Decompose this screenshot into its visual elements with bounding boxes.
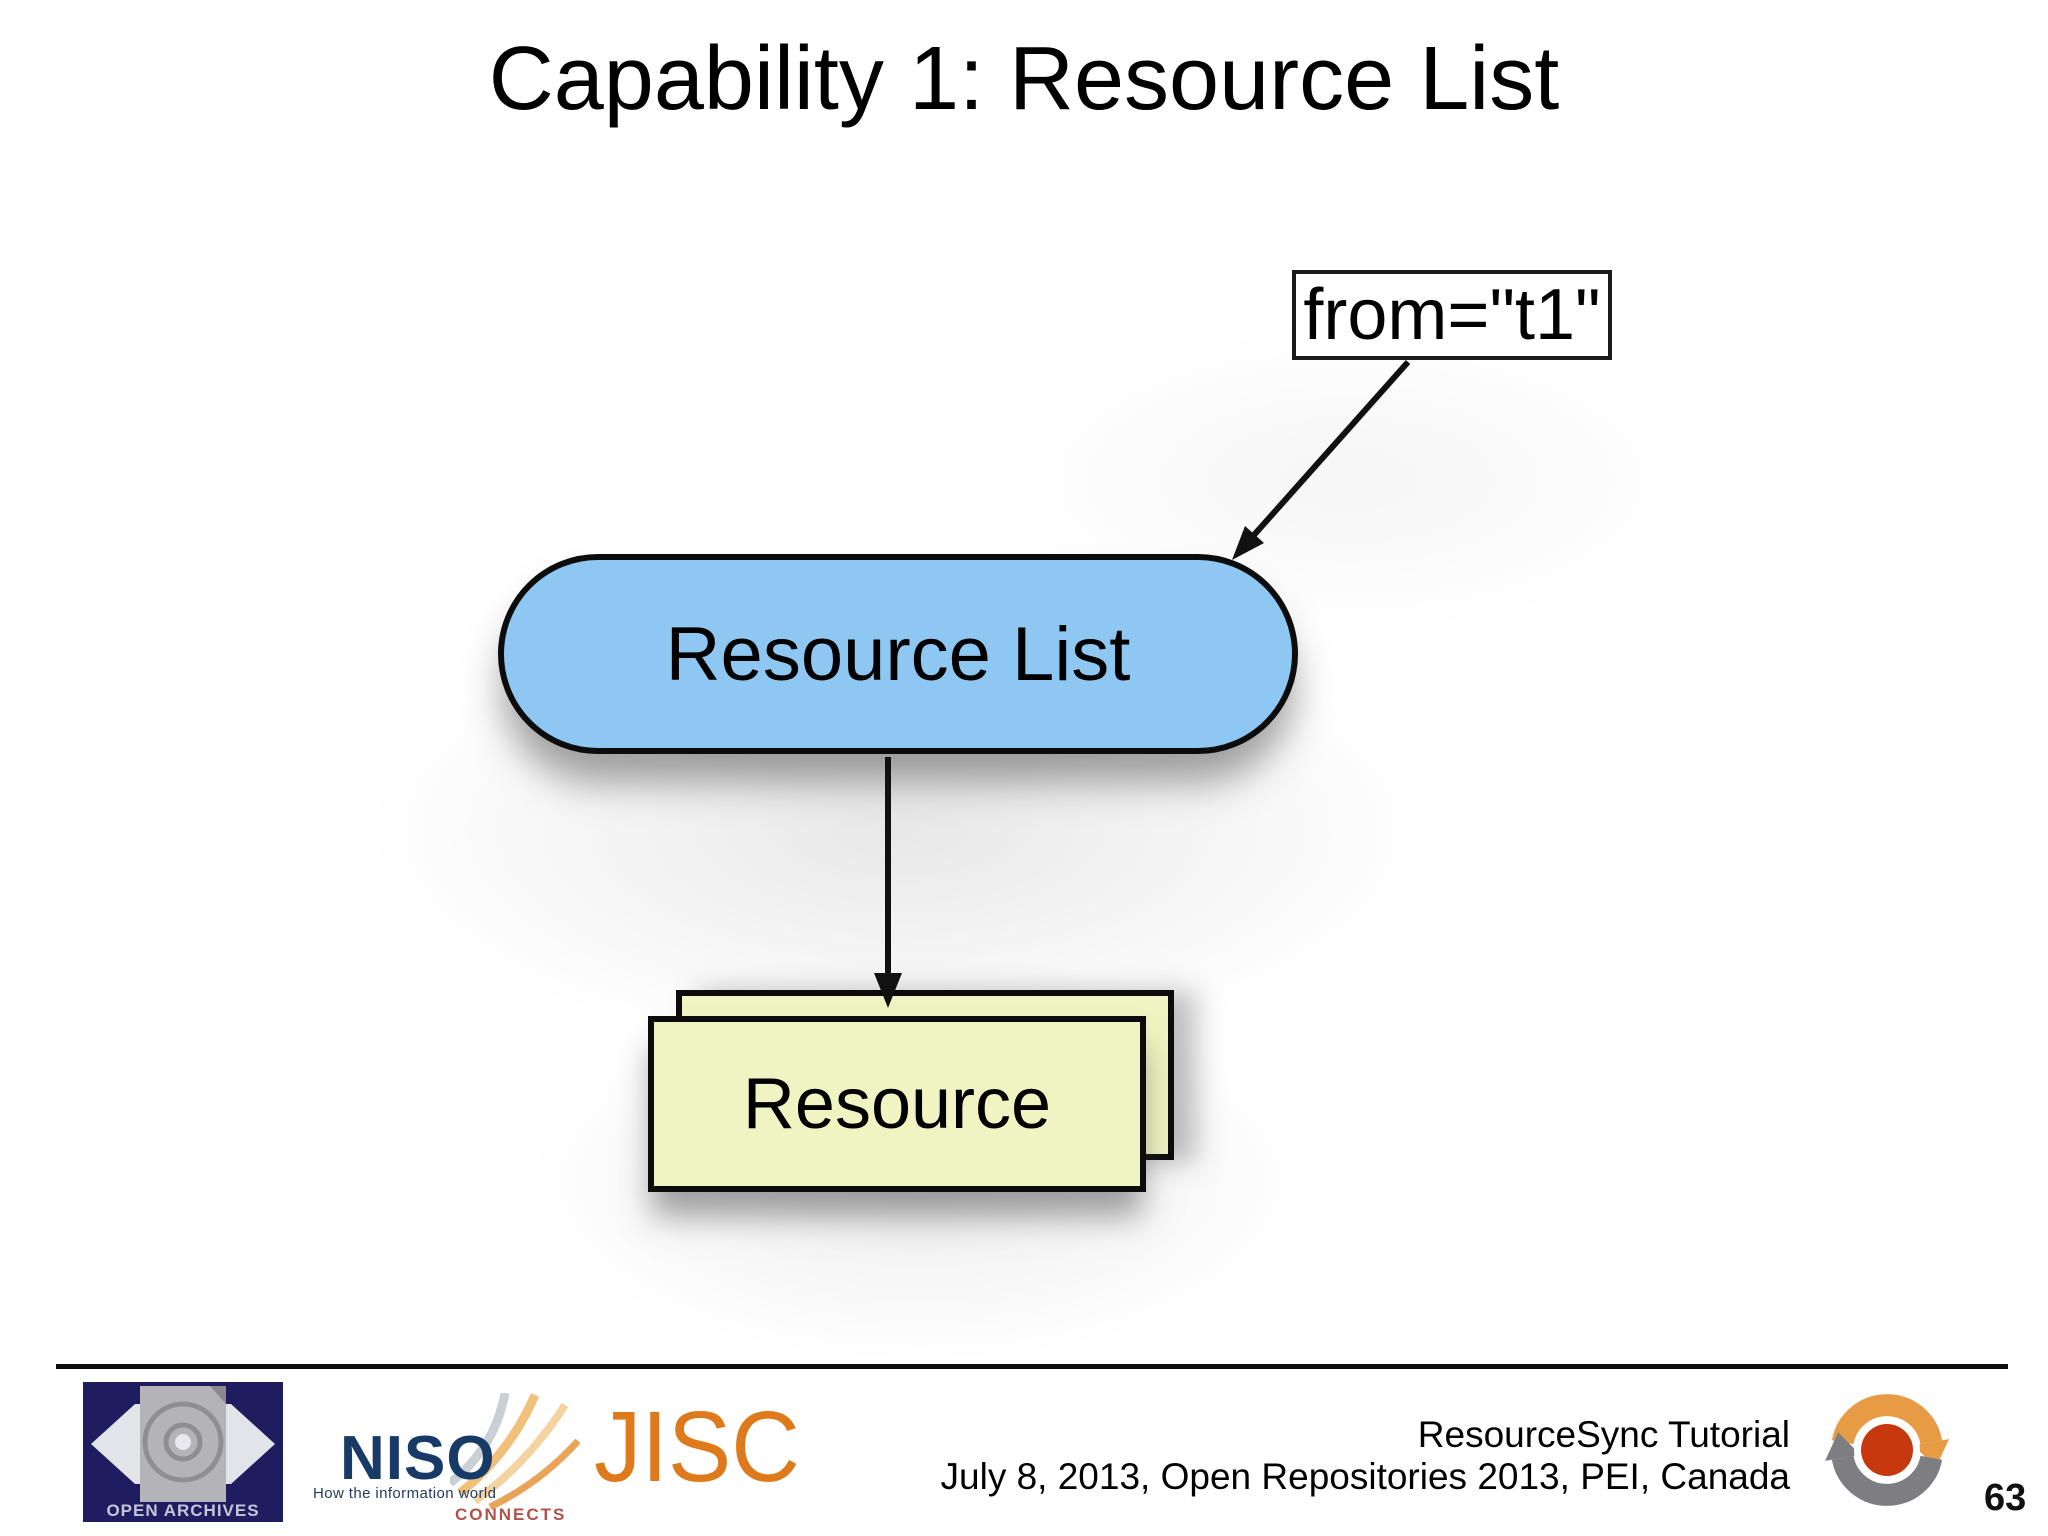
page-number: 63	[1984, 1477, 2027, 1519]
sync-arrow-gray	[1831, 1455, 1943, 1506]
annotation-from-t1-box: from="t1"	[1292, 270, 1612, 360]
page-title: Capability 1: Resource List	[488, 29, 1560, 129]
resourcesync-logo	[1825, 1394, 1949, 1506]
sync-center-dot	[1861, 1424, 1913, 1476]
credit-line-1: ResourceSync Tutorial	[1417, 1414, 1790, 1455]
resource-label: Resource	[742, 1064, 1052, 1144]
resource-node: Resource	[648, 1016, 1146, 1192]
credit-line-2: July 8, 2013, Open Repositories 2013, PE…	[940, 1456, 1790, 1497]
annotation-from-t1-label: from="t1"	[1303, 275, 1601, 355]
jisc-logo: JISC	[594, 1391, 800, 1503]
open-archives-label: OPEN ARCHIVES	[106, 1501, 259, 1520]
sync-arrowhead-gray	[1825, 1432, 1861, 1461]
resource-list-label: Resource List	[665, 611, 1131, 697]
open-archives-lens-dot	[175, 1434, 191, 1450]
open-archives-ring-outer	[142, 1401, 224, 1483]
sync-arrow-orange	[1831, 1394, 1943, 1445]
niso-tagline-connects: CONNECTS	[455, 1505, 567, 1524]
niso-wordmark: NISO	[340, 1424, 496, 1493]
resource-list-node: Resource List	[498, 554, 1298, 754]
open-archives-logo: OPEN ARCHIVES	[83, 1382, 283, 1522]
niso-logo: NISO How the information world CONNECTS	[300, 1393, 580, 1535]
open-archives-document-fold	[210, 1386, 226, 1404]
footer-divider	[56, 1364, 2008, 1369]
footer-credits: ResourceSync Tutorial July 8, 2013, Open…	[941, 1414, 1790, 1498]
sync-arrowhead-orange	[1913, 1439, 1949, 1468]
niso-tagline: How the information world	[313, 1485, 497, 1502]
niso-swoosh-graphic	[450, 1393, 580, 1511]
